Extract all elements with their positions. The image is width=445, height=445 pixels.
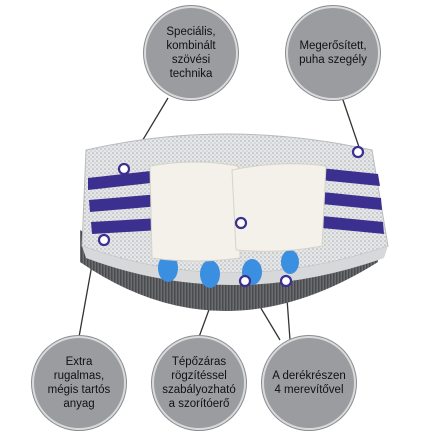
- velcro-panel-left: [149, 161, 241, 262]
- callout-stays: A derékrészen 4 merevítővel: [262, 336, 356, 430]
- marker-dot-velcro: [234, 216, 248, 230]
- velcro-panel-right: [231, 163, 327, 252]
- callout-elastic-material: Extra rugalmas, mégis tartós anyag: [32, 336, 126, 430]
- callout-special-weave: Speciális, kombinált szövési technika: [144, 6, 238, 100]
- belt-bottom-edge: [82, 246, 388, 285]
- callout-reinforced-edge: Megerősített, puha szegély: [286, 6, 380, 100]
- leader-line-edge: [342, 99, 361, 151]
- right-stripes: [320, 168, 384, 234]
- marker-dot-stay-1: [238, 274, 252, 288]
- marker-dot-edge: [351, 145, 365, 159]
- left-stripes: [88, 170, 160, 234]
- callout-reinforced-edge-text: Megerősített, puha szegély: [299, 40, 367, 66]
- callout-stays-text: A derékrészen 4 merevítővel: [272, 370, 346, 396]
- callout-elastic-material-text: Extra rugalmas, mégis tartós anyag: [47, 356, 111, 410]
- callout-velcro-adjust: Tépőzáras rögzítéssel szabályozható a sz…: [152, 336, 246, 430]
- marker-dots: [97, 145, 365, 288]
- belt-inner-knit: [80, 230, 378, 311]
- callout-special-weave-text: Speciális, kombinált szövési technika: [166, 26, 216, 80]
- marker-dot-stay-2: [279, 274, 293, 288]
- marker-dot-material: [97, 233, 111, 247]
- marker-dot-weave: [117, 162, 131, 176]
- callout-velcro-adjust-text: Tépőzáras rögzítéssel szabályozható a sz…: [162, 356, 236, 410]
